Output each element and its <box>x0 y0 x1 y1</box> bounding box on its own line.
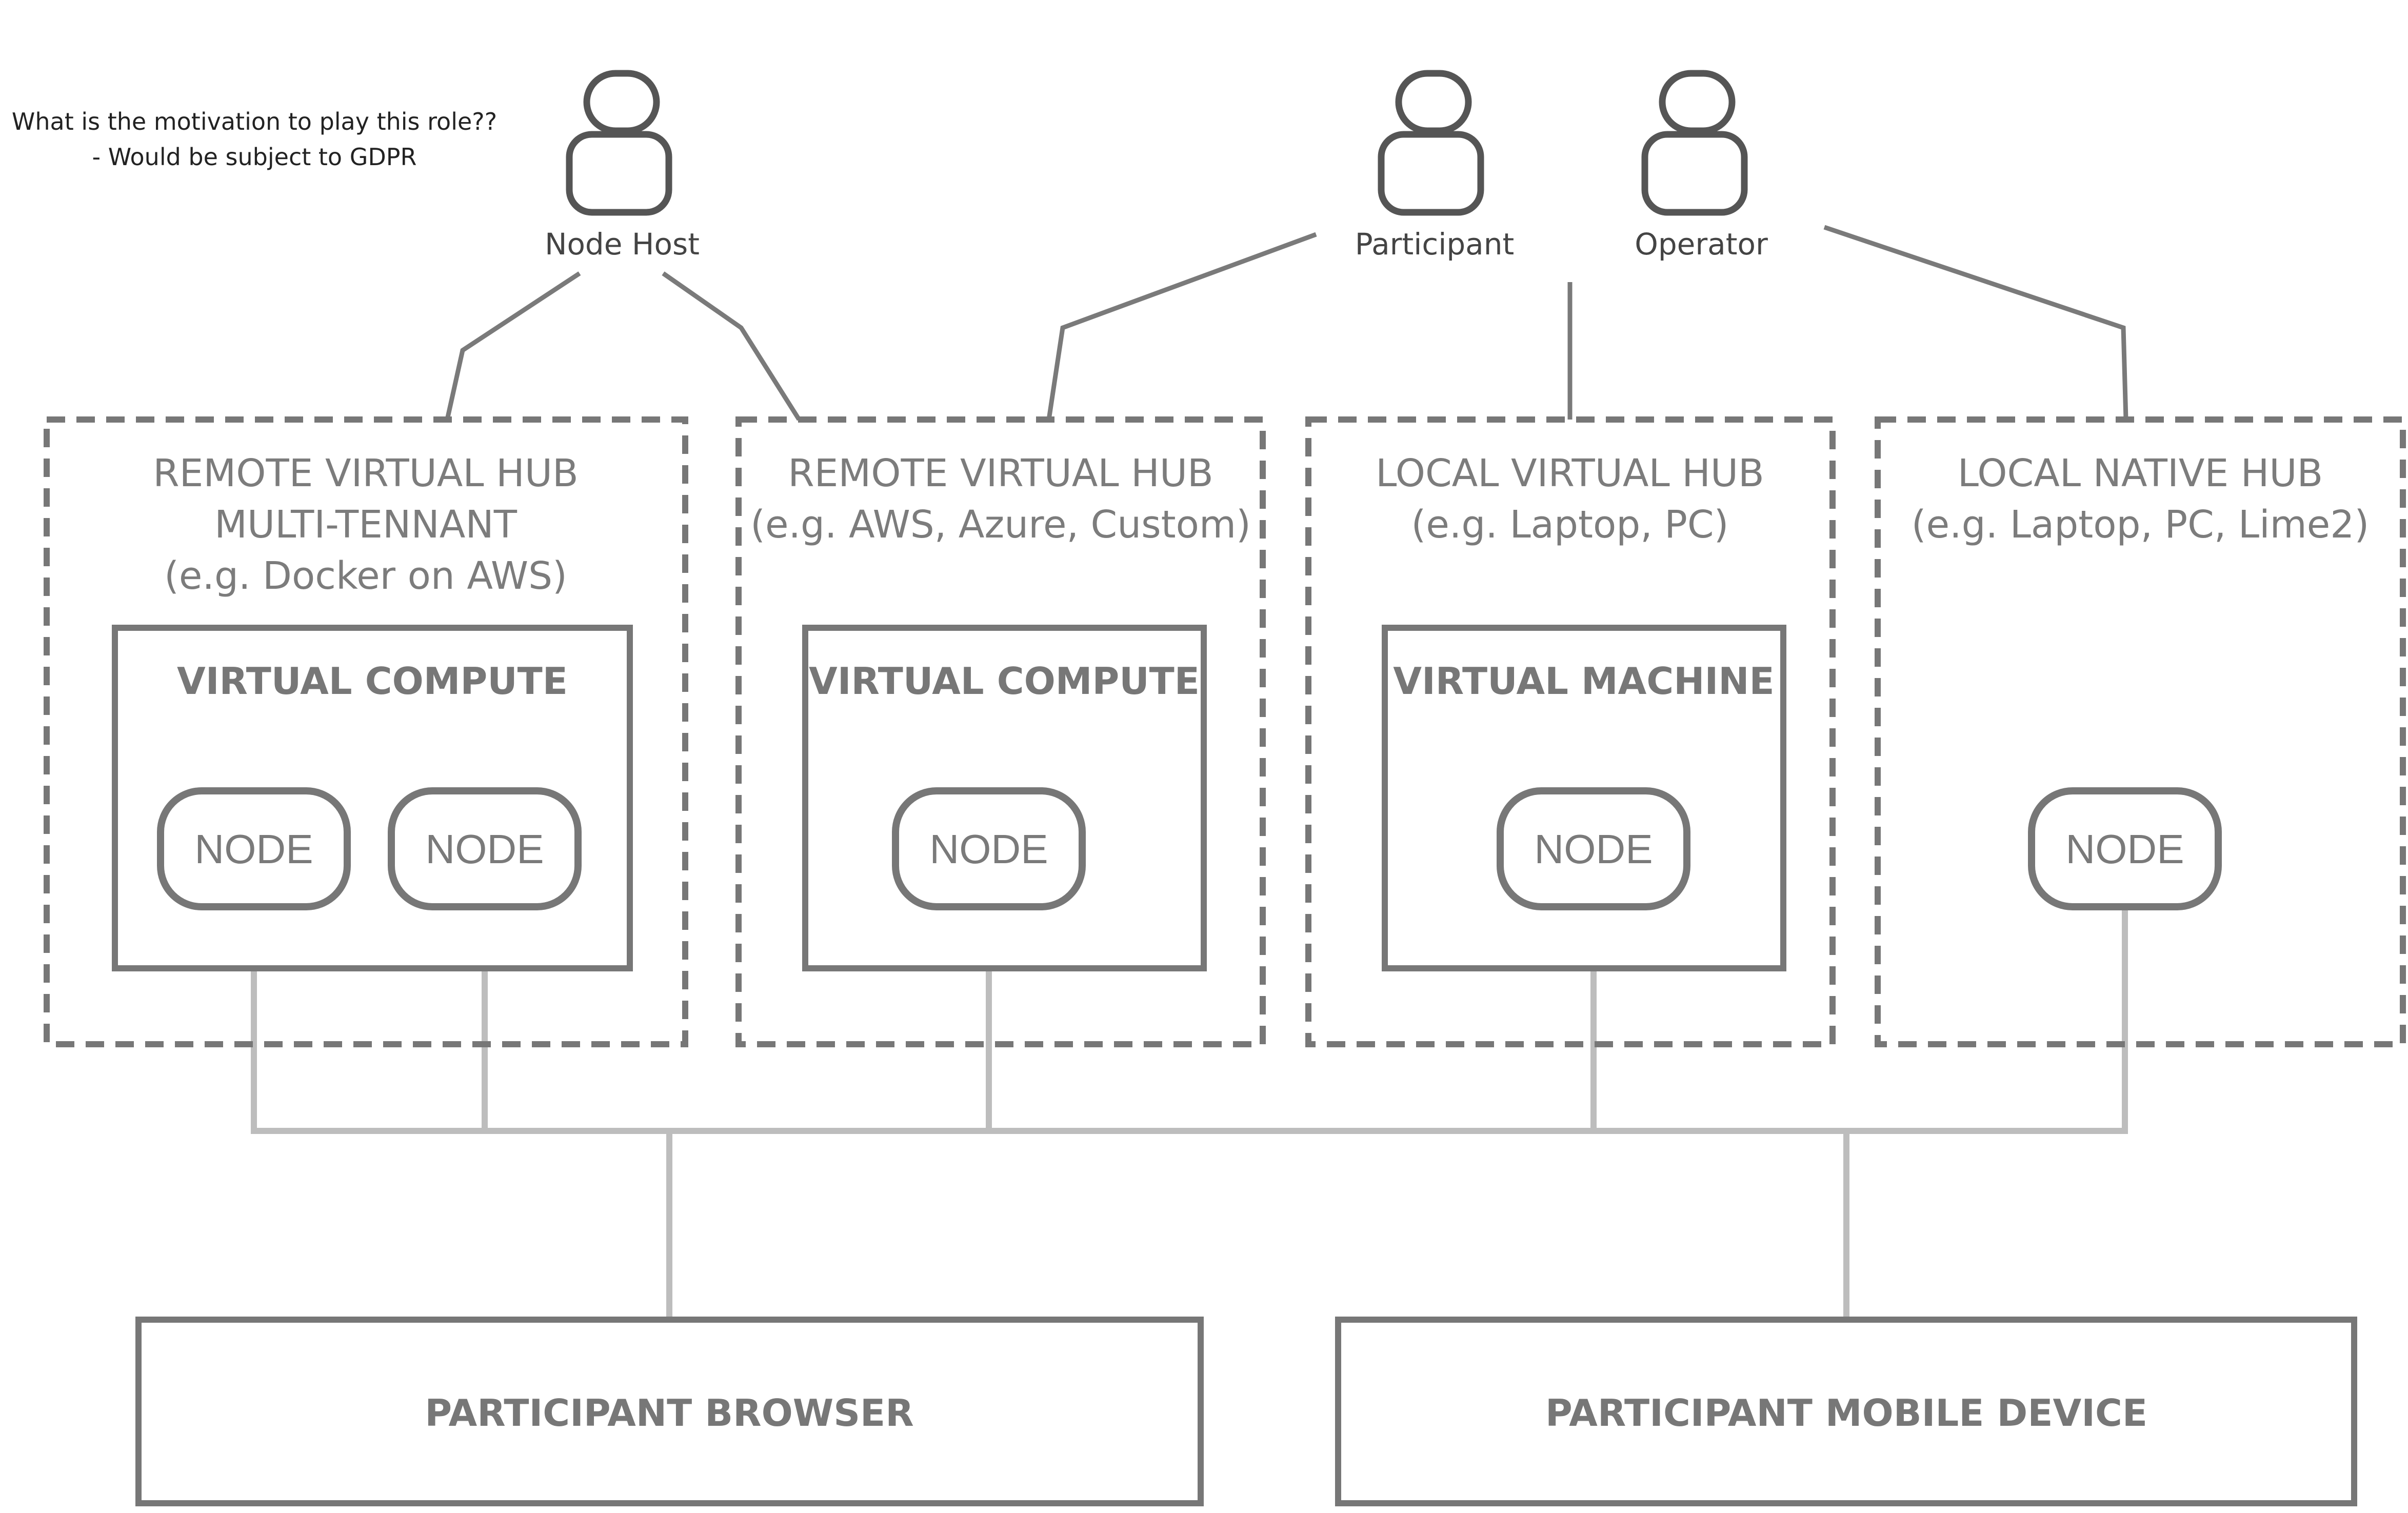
hub-2-compute-label: VIRTUAL COMPUTE <box>809 660 1200 703</box>
hub-1-title-line-1: REMOTE VIRTUAL HUB <box>153 451 579 495</box>
hub-3-machine-label: VIRTUAL MACHINE <box>1393 660 1774 703</box>
node-2-label: NODE <box>425 826 544 872</box>
node-3-label: NODE <box>929 826 1048 872</box>
hub-1-title-line-3: (e.g. Docker on AWS) <box>164 554 567 598</box>
hub-2-title-line-2: (e.g. AWS, Azure, Custom) <box>750 503 1251 547</box>
node-1-label: NODE <box>194 826 313 872</box>
node-host-to-hub-2-line <box>662 271 801 421</box>
hub-4-title-line-2: (e.g. Laptop, PC, Lime2) <box>1912 503 2369 547</box>
hub-1-compute-label: VIRTUAL COMPUTE <box>177 660 568 703</box>
participant-person-icon <box>1378 70 1484 216</box>
hub-remote-virtual: REMOTE VIRTUAL HUB (e.g. AWS, Azure, Cus… <box>735 416 1266 1047</box>
participant-browser-label: PARTICIPANT BROWSER <box>425 1391 913 1435</box>
node-host-to-hub-1-line <box>445 271 581 420</box>
note-line-1: What is the motivation to play this role… <box>12 108 497 135</box>
node-1-pill[interactable] <box>157 787 351 910</box>
hub-3-frame <box>1305 416 1836 1047</box>
node-host-person-icon <box>566 70 672 216</box>
hub-4-frame <box>1875 416 2406 1047</box>
participant-browser-box[interactable] <box>135 1317 1204 1506</box>
hub-3-title-line-1: LOCAL VIRTUAL HUB <box>1376 451 1764 495</box>
node-3-pill[interactable] <box>892 787 1086 910</box>
node-5-label: NODE <box>2065 826 2184 872</box>
participant-to-hub-2-line <box>1046 232 1317 420</box>
hub-2-title-line-1: REMOTE VIRTUAL HUB <box>788 451 1213 495</box>
hub-3-title-line-2: (e.g. Laptop, PC) <box>1411 503 1729 547</box>
node-host-actor: Node Host <box>545 70 700 262</box>
hub-remote-virtual-multi-tenant: REMOTE VIRTUAL HUB MULTI-TENNANT (e.g. D… <box>44 416 688 1047</box>
note-line-2: - Would be subject to GDPR <box>92 143 417 171</box>
operator-to-hub-4-line <box>1823 225 2128 420</box>
hub-1-frame <box>44 416 688 1047</box>
operator-actor: Operator <box>1635 70 1768 262</box>
hub-local-native: LOCAL NATIVE HUB (e.g. Laptop, PC, Lime2… <box>1875 416 2406 1047</box>
node-2-pill[interactable] <box>388 787 582 910</box>
role-connections <box>445 225 2128 421</box>
operator-label: Operator <box>1635 227 1768 262</box>
participant-mobile-label: PARTICIPANT MOBILE DEVICE <box>1545 1391 2147 1435</box>
participant-mobile-box[interactable] <box>1335 1317 2357 1506</box>
hub-1-title-line-2: MULTI-TENNANT <box>214 503 518 547</box>
motivation-note: What is the motivation to play this role… <box>12 108 497 171</box>
hub-local-virtual: LOCAL VIRTUAL HUB (e.g. Laptop, PC) VIRT… <box>1305 416 1836 1047</box>
hub-3-machine-box <box>1382 625 1786 971</box>
node-4-label: NODE <box>1534 826 1653 872</box>
operator-person-icon <box>1641 70 1748 216</box>
hub-4-title-line-1: LOCAL NATIVE HUB <box>1958 451 2323 495</box>
participant-browser-block: PARTICIPANT BROWSER <box>135 1317 1204 1506</box>
hub-2-frame <box>735 416 1266 1047</box>
participant-label: Participant <box>1355 227 1514 262</box>
participant-actor: Participant <box>1355 70 1514 262</box>
node-4-pill[interactable] <box>1497 787 1690 910</box>
participant-mobile-block: PARTICIPANT MOBILE DEVICE <box>1335 1317 2357 1506</box>
node-host-label: Node Host <box>545 227 700 262</box>
node-5-pill[interactable] <box>2028 787 2222 910</box>
